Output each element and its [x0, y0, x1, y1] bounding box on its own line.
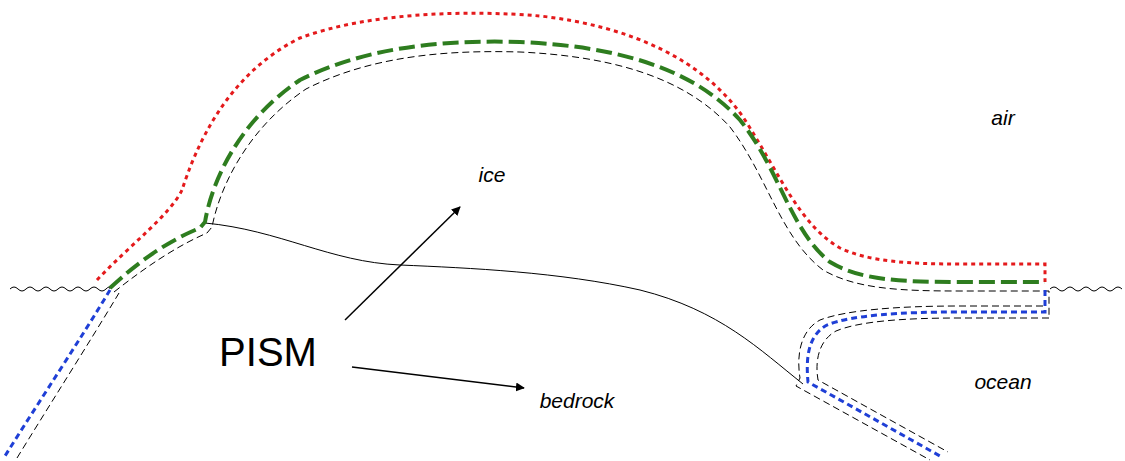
boundary-outline [17, 293, 119, 458]
pointer-arrow [345, 207, 460, 320]
boundary-outline [817, 318, 1049, 452]
ocean-boundary [5, 290, 110, 456]
pointer-arrow [352, 367, 524, 388]
ice-surface-boundary [110, 42, 1045, 288]
region-label: ice [479, 163, 506, 186]
sea-level-right [1050, 287, 1122, 291]
boundary-outline [114, 52, 1049, 316]
region-label: bedrock [540, 389, 615, 412]
ice-base-line [205, 223, 803, 384]
region-label: ocean [974, 370, 1031, 393]
air-boundary [97, 13, 1045, 282]
sea-level-left [10, 287, 110, 291]
region-label: air [991, 106, 1014, 129]
boundary-outline [796, 306, 1043, 460]
ocean-boundary [807, 290, 1045, 456]
model-name: PISM [219, 330, 317, 374]
